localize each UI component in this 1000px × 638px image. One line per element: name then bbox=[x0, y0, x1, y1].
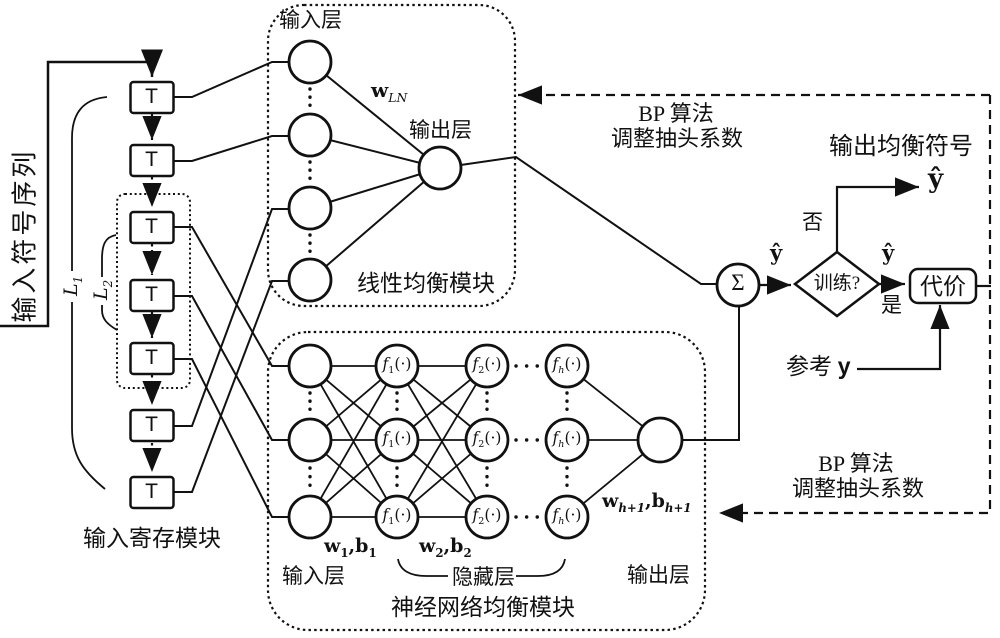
tap-label-6: T bbox=[145, 413, 158, 436]
nn-act-f1-3: f1(·) bbox=[382, 506, 412, 528]
input-sequence-label: 输入符号序列 bbox=[10, 148, 40, 323]
bp-bottom-line2: 调整抽头系数 bbox=[791, 476, 924, 501]
nn-neurons bbox=[287, 343, 684, 540]
nn-input-layer-label: 输入层 bbox=[282, 564, 345, 588]
nn-act-f2-3: f2(·) bbox=[472, 506, 502, 528]
decision-question-label: 训练? bbox=[813, 273, 861, 294]
input-feed-line bbox=[0, 49, 163, 328]
decision-yes-label: 是 bbox=[881, 293, 902, 317]
nn-act-f2-2: f2(·) bbox=[472, 429, 502, 451]
yhat-before-decision: ŷ bbox=[770, 240, 783, 265]
nn-hidden-layer-label: 隐藏层 bbox=[452, 565, 515, 589]
register-module-caption: 输入寄存模块 bbox=[83, 526, 221, 551]
linear-weight-label: wLN bbox=[371, 78, 408, 105]
nn-whbh-label: wh+1,bh+1 bbox=[602, 490, 692, 515]
bp-top-line2: 调整抽头系数 bbox=[610, 126, 743, 151]
tap-label-2: T bbox=[145, 148, 158, 171]
reference-input-arrow bbox=[857, 305, 950, 371]
yhat-before-cost: ŷ bbox=[882, 240, 895, 265]
nn-act-fh-2: fh(·) bbox=[552, 429, 582, 451]
linear-output-layer-label: 输出层 bbox=[409, 118, 472, 142]
tap-output-lines bbox=[174, 61, 292, 518]
l2-span-brace bbox=[101, 234, 118, 331]
tap-label-7: T bbox=[145, 480, 158, 503]
nn-module-caption: 神经网络均衡模块 bbox=[391, 595, 575, 620]
tap-label-1: T bbox=[145, 85, 158, 108]
decision-no-label: 否 bbox=[802, 210, 823, 234]
l2-tap-group-box bbox=[116, 193, 191, 389]
bp-bottom-line1: BP 算法 bbox=[818, 451, 894, 476]
l1-span-brace bbox=[71, 96, 108, 490]
nn-output-layer-label: 输出层 bbox=[627, 563, 690, 587]
tap-label-5: T bbox=[145, 346, 158, 369]
summer-sigma-label: Σ bbox=[731, 270, 745, 295]
nn-module-box bbox=[266, 330, 707, 632]
nn-w2b2-label: w2,b2 bbox=[419, 535, 472, 560]
bp-feedback-to-nn bbox=[719, 95, 992, 523]
ellipsis-dots bbox=[308, 87, 569, 519]
nn-act-fh-3: fh(·) bbox=[552, 506, 582, 528]
linear-input-layer-label: 输入层 bbox=[279, 8, 342, 32]
linear-neurons bbox=[287, 39, 463, 303]
hidden-layer-brace bbox=[397, 558, 566, 577]
l1-span-label: L1 bbox=[60, 275, 85, 297]
delay-tap-boxes bbox=[129, 80, 175, 510]
linear-output-line bbox=[439, 155, 717, 285]
yhat-output-symbol: ŷ bbox=[928, 164, 944, 194]
equalized-output-label: 输出均衡符号 bbox=[829, 134, 973, 160]
nn-act-f1-2: f1(·) bbox=[382, 429, 412, 451]
nn-w1b1-label: w1,b1 bbox=[324, 535, 377, 560]
decision-no-arrow bbox=[835, 177, 919, 252]
nn-act-f2-1: f2(·) bbox=[472, 355, 502, 377]
tap-label-3: T bbox=[145, 215, 158, 238]
tap-label-4: T bbox=[145, 283, 158, 306]
reference-label: 参考 y bbox=[786, 353, 851, 379]
cost-label: 代价 bbox=[920, 274, 966, 299]
nn-act-f1-1: f1(·) bbox=[382, 355, 412, 377]
nn-act-fh-1: fh(·) bbox=[552, 355, 582, 377]
linear-module-caption: 线性均衡模块 bbox=[357, 271, 495, 296]
l2-span-label: L2 bbox=[90, 279, 115, 301]
bp-top-line1: BP 算法 bbox=[638, 101, 714, 126]
nn-output-line bbox=[660, 307, 740, 441]
linear-module-box bbox=[266, 3, 517, 308]
